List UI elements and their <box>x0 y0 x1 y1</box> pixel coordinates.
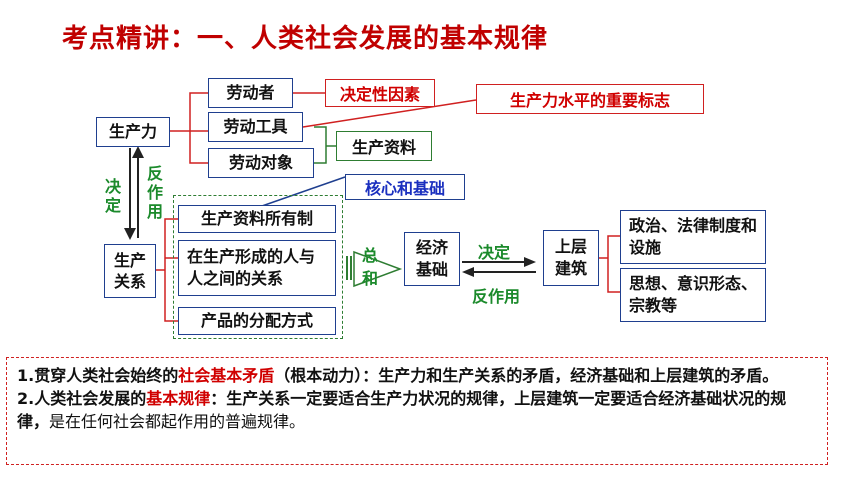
laborer-box: 劳动者 <box>208 78 293 108</box>
relations-group <box>173 195 343 339</box>
labor-object-box: 劳动对象 <box>208 148 314 178</box>
decide-label-left: 决定 <box>104 177 121 215</box>
line-marker <box>302 99 477 128</box>
decisive-factor-label: 决定性因素 <box>325 79 435 107</box>
react-label-mid: 反作用 <box>472 287 521 306</box>
means-of-production-label: 生产资料 <box>336 131 432 161</box>
tool-marker-label: 生产力水平的重要标志 <box>476 84 704 114</box>
interpersonal-box: 在生产形成的人与人之间的关系 <box>178 240 336 296</box>
ideology-box: 思想、意识形态、宗教等 <box>620 268 766 322</box>
decide-label-mid: 决定 <box>478 243 511 262</box>
sum-label: 总和 <box>361 246 378 288</box>
react-label-left: 反作用 <box>146 164 163 221</box>
relations-box: 生产关系 <box>104 244 156 298</box>
economic-base-box: 经济基础 <box>404 232 460 286</box>
distribution-box: 产品的分配方式 <box>178 307 336 335</box>
page-title: 考点精讲：一、人类社会发展的基本规律 <box>62 24 549 54</box>
super-bracket <box>598 235 620 293</box>
summary-line-2: 2.人类社会发展的基本规律：生产关系一定要适合生产力状况的规律，上层建筑一定要适… <box>17 389 787 431</box>
core-basis-label: 核心和基础 <box>345 174 465 200</box>
summary-line-1: 1.贯穿人类社会始终的社会基本矛盾（根本动力）：生产力和生产关系的矛盾，经济基础… <box>17 366 779 385</box>
ownership-box: 生产资料所有制 <box>178 205 336 233</box>
productive-forces-box: 生产力 <box>96 117 170 147</box>
politics-law-box: 政治、法律制度和设施 <box>620 210 766 264</box>
means-bracket <box>314 126 336 164</box>
labor-tool-box: 劳动工具 <box>208 112 303 142</box>
superstructure-box: 上层建筑 <box>543 230 599 286</box>
summary-box: 1.贯穿人类社会始终的社会基本矛盾（根本动力）：生产力和生产关系的矛盾，经济基础… <box>6 357 828 465</box>
